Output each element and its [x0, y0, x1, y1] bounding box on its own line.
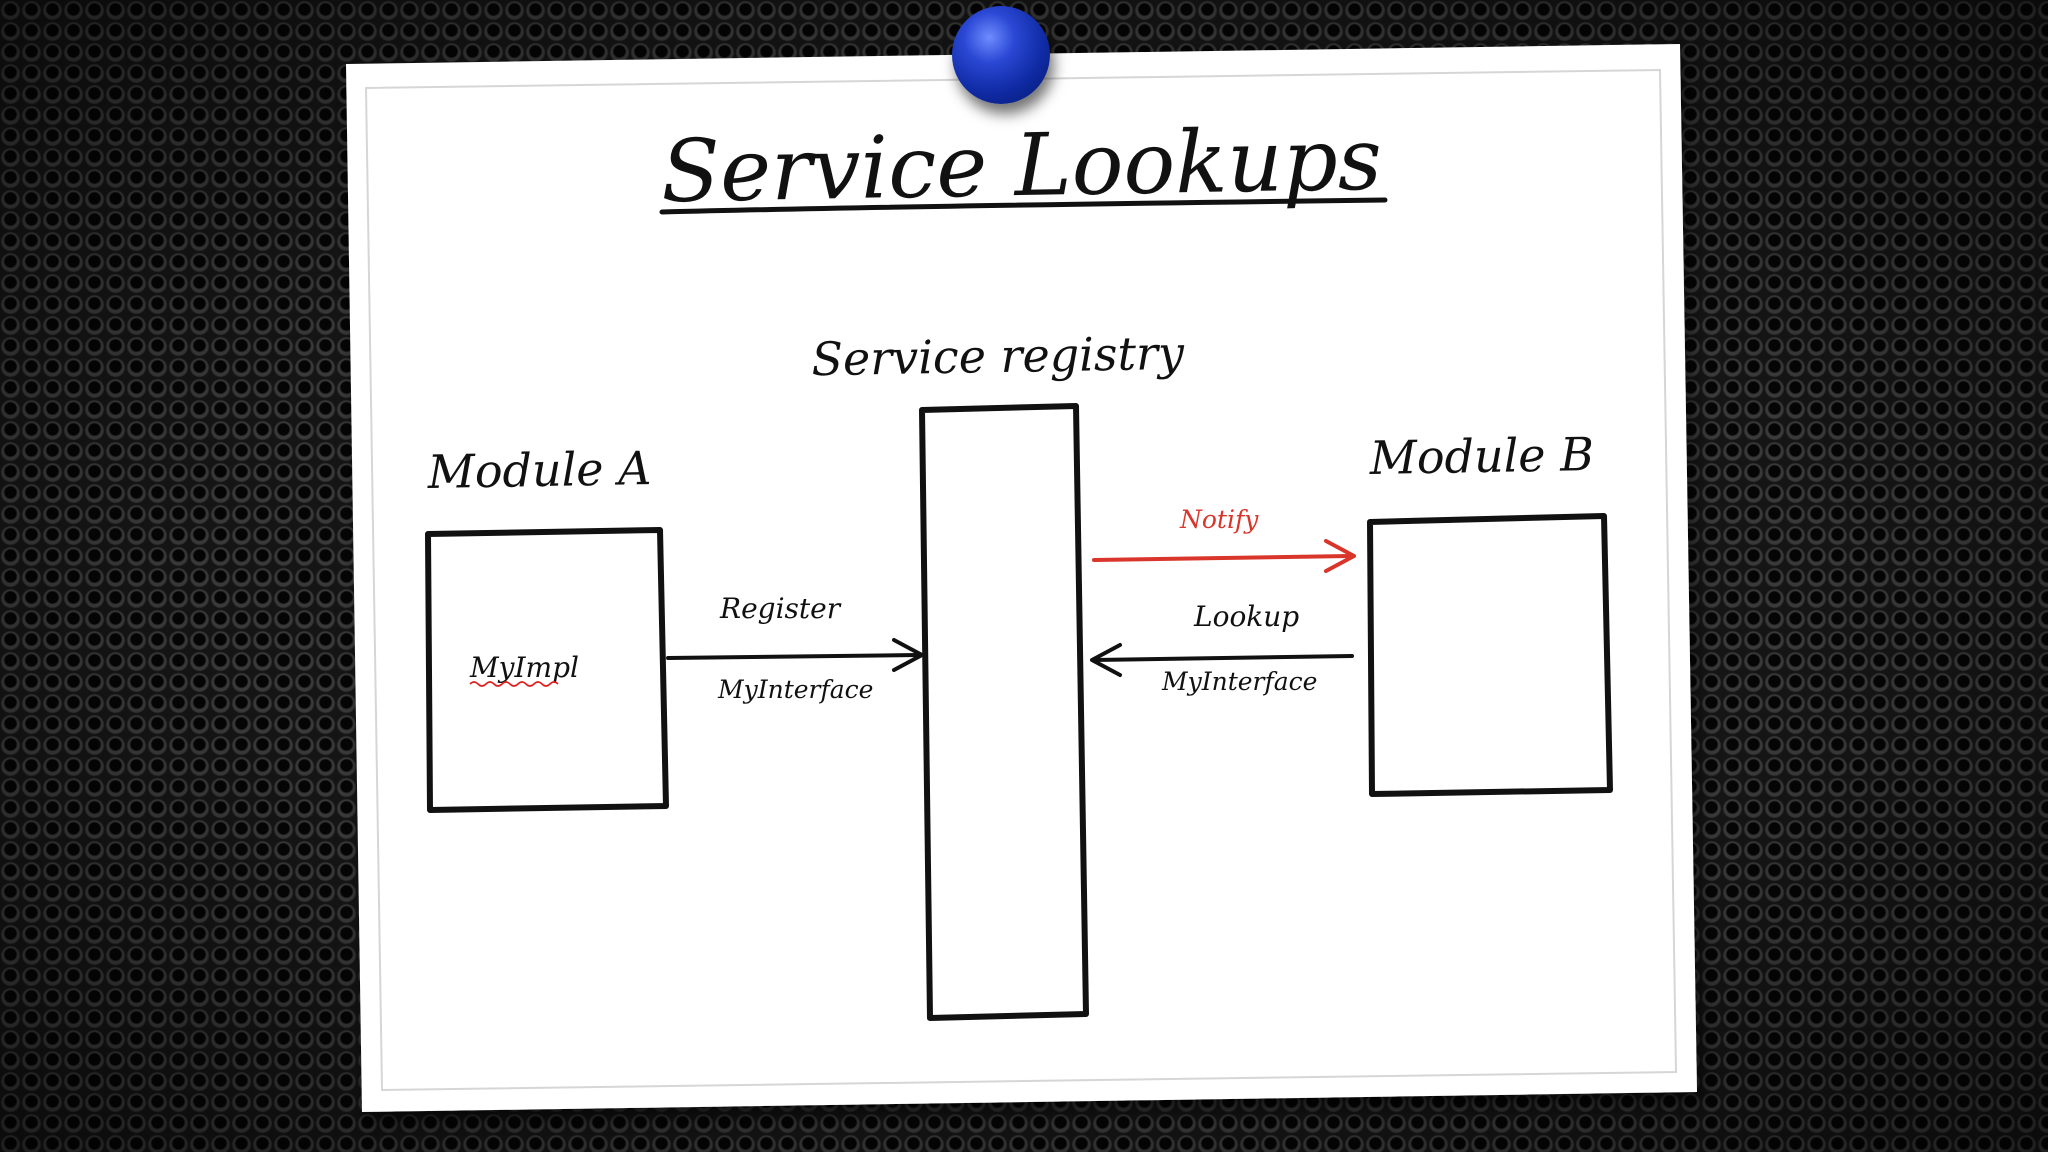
module-a-label: Module A [426, 441, 652, 499]
register-arrow-head [892, 638, 924, 672]
paper-sheet [346, 44, 1697, 1112]
module-a-inner-label: MyImpl [469, 651, 579, 684]
paper-inner-border [364, 68, 1678, 1092]
lookup-arrow-shaft [1092, 654, 1354, 662]
spellcheck-underline [469, 681, 559, 687]
notify-arrow-shaft [1092, 554, 1352, 562]
register-edge-sublabel: MyInterface [717, 675, 873, 704]
module-b-label: Module B [1368, 427, 1594, 485]
registry-label: Service registry [811, 326, 1185, 387]
lookup-edge-label: Lookup [1193, 600, 1299, 633]
register-edge-label: Register [719, 592, 842, 625]
notify-edge-label: Notify [1179, 505, 1259, 534]
module-a-box [425, 527, 669, 813]
service-registry-box [919, 403, 1089, 1021]
lookup-edge-sublabel: MyInterface [1161, 667, 1317, 696]
module-b-box [1367, 513, 1613, 797]
notify-arrow-head [1324, 539, 1356, 573]
lookup-arrow-head [1090, 643, 1122, 677]
title-underline [659, 197, 1388, 215]
register-arrow-shaft [666, 653, 920, 660]
pushpin-icon [952, 6, 1050, 104]
